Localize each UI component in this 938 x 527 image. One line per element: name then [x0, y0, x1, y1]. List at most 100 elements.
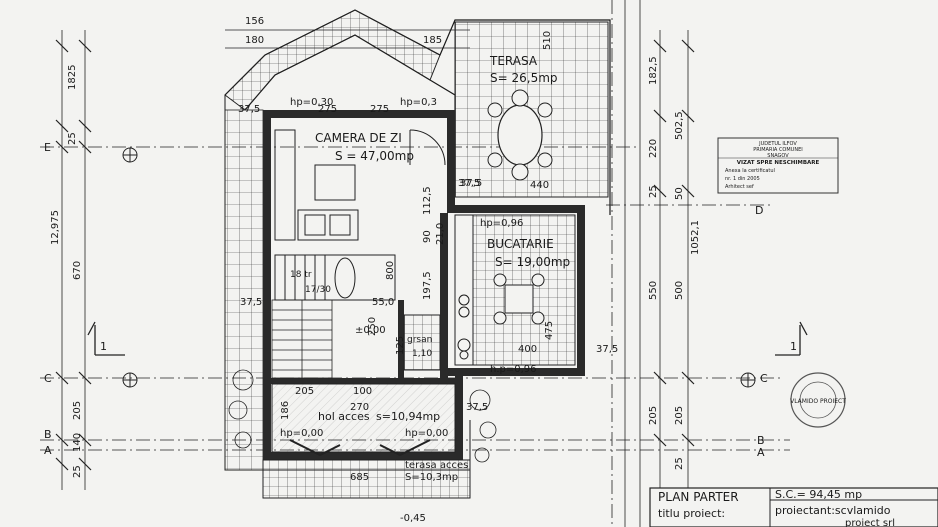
garden-plants [228, 369, 497, 463]
axis-letters: E C C B B A A D 1 1 [44, 141, 797, 459]
stamp-line2: PRIMARIA COMUNEI [753, 147, 802, 153]
level-ground: ±0,00 [355, 325, 386, 336]
room-bucatarie-name: BUCATARIE [487, 237, 554, 251]
dim-inner-0: 275 [318, 104, 337, 115]
terasa-area [454, 21, 609, 198]
titlu-proiect: titlu proiect: [658, 507, 725, 520]
room-labels: CAMERA DE ZI S = 47,00mp TERASA S= 26,5m… [290, 54, 570, 483]
dim-left-1: 25 [67, 132, 78, 145]
dim-inner-10: 440 [530, 180, 549, 191]
stairs-steps: 18 tr [290, 270, 312, 280]
level-hp-5: h.p=0,96 [490, 364, 537, 375]
dim-inner-18: 270 [350, 402, 369, 413]
stamp-line6: nr. 1 din 2005 [725, 176, 760, 182]
hol-acces-area [271, 383, 456, 457]
dim-inner-3: 37,5 [240, 297, 262, 308]
right-dimensions: 182,5 502,5 220 25 50 1052,1 550 500 205… [648, 56, 701, 470]
level-hp-2: hp=0,3 [400, 97, 437, 108]
section-cut-markers [87, 321, 808, 356]
stamp-line4: VIZAT SPRE NESCHIMBARE [737, 160, 820, 166]
level-hp-4: hp=0,00 [280, 428, 323, 439]
living-furniture [274, 129, 446, 301]
bucatarie-area [454, 214, 576, 366]
dim-inner-8: 197,5 [422, 271, 433, 300]
dim-right-4: 50 [674, 187, 685, 200]
cut-1-left: 1 [100, 340, 107, 353]
dim-inner-7: 55,0 [372, 297, 394, 308]
dim-right-2: 220 [648, 139, 659, 158]
room-hol-acces-name: hol acces [318, 410, 370, 423]
dim-inner-9: 37,5 [458, 178, 480, 189]
dim-right-9: 205 [674, 406, 685, 425]
room-terasa-acces-area: S=10,3mp [405, 472, 458, 483]
dim-inner-13: 400 [518, 344, 537, 355]
seal-text: VLAMIDO PROIECT [790, 398, 846, 405]
dim-inner-20: 186 [280, 401, 291, 420]
dim-left-6: 25 [72, 465, 83, 478]
dim-left-3: 670 [72, 261, 83, 280]
axis-b-right: B [757, 434, 765, 447]
dim-right-5: 1052,1 [690, 220, 701, 255]
dim-left-4: 205 [72, 401, 83, 420]
room-terasa-acces-name: terasa acces [405, 460, 468, 471]
dim-left-5: 140 [72, 433, 83, 452]
dim-right-3: 25 [648, 185, 659, 198]
plan-scale: S.C.= 94,45 mp [775, 488, 862, 501]
stairs-riser: 17/30 [305, 285, 331, 295]
dim-inner-19: 205 [295, 386, 314, 397]
axis-c-right: C [760, 372, 768, 385]
axis-c-left: C [44, 372, 52, 385]
room-bucatarie-area: S= 19,00mp [495, 255, 570, 269]
level-hp-3: hp=0,96 [480, 218, 523, 229]
dim-inner-4: 112,5 [422, 186, 433, 215]
room-grsan-area: 1,10 [412, 349, 432, 359]
dim-inner-23: 37,5 [460, 178, 482, 189]
grsan-area [403, 314, 441, 371]
level-exterior: -0,45 [400, 513, 426, 524]
dim-inner-15: 37,5 [466, 402, 488, 413]
axis-lines [40, 0, 790, 527]
dim-right-8: 205 [648, 406, 659, 425]
axis-d: D [755, 204, 763, 217]
room-grsan-name: grsan [407, 335, 432, 345]
dim-inner-27: 510 [542, 31, 553, 50]
stamp-line1: JUDETUL ILFOV [758, 141, 797, 147]
title-block: PLAN PARTER S.C.= 94,45 mp titlu proiect… [649, 487, 938, 527]
room-camera-de-zi-area: S = 47,00mp [335, 149, 414, 163]
dim-right-7: 500 [674, 281, 685, 300]
dim-inner-2: 37,5 [238, 104, 260, 115]
approval-stamp: JUDETUL ILFOV PRIMARIA COMUNEI SNAGOV VI… [717, 137, 839, 194]
axis-e: E [44, 141, 51, 154]
stamp-line5: Anexa la certificatul [725, 168, 775, 174]
dim-inner-14: 37,5 [596, 344, 618, 355]
dim-inner-17: 100 [353, 386, 372, 397]
dim-inner-25: 180 [245, 35, 264, 46]
inner-dimensions: 275 275 37,5 37,5 112,5 21,0 800 55,0 19… [238, 16, 618, 483]
plan-title: PLAN PARTER [658, 490, 739, 504]
dim-inner-21: 125 [395, 336, 406, 355]
company-seal: VLAMIDO PROIECT [790, 372, 846, 428]
proiectant: proiectant:scvlamido [775, 504, 891, 517]
staircase [271, 299, 333, 379]
dim-left-2: 12,975 [50, 210, 61, 245]
dim-inner-22: 685 [350, 472, 369, 483]
dim-right-0: 182,5 [648, 56, 659, 85]
room-terasa-area: S= 26,5mp [490, 71, 558, 85]
level-hp-6: hp=0,00 [405, 428, 448, 439]
dim-inner-6: 800 [385, 261, 396, 280]
dim-inner-26: 185 [423, 35, 442, 46]
stamp-line7: Arhitect sef [725, 184, 754, 190]
dim-inner-11: 90 [422, 230, 433, 243]
room-hol-acces-area: s=10,94mp [376, 410, 440, 423]
dim-inner-16: 250 [367, 317, 378, 336]
dim-right-10: 25 [674, 457, 685, 470]
dim-inner-5: 21,0 [435, 223, 446, 245]
cut-1-right: 1 [790, 340, 797, 353]
dim-left-0: 1825 [67, 65, 78, 90]
dim-inner-12: 475 [544, 321, 555, 340]
dim-right-1: 502,5 [674, 111, 685, 140]
level-hp-1: hp=0,30 [290, 97, 333, 108]
dim-inner-24: 156 [245, 16, 264, 27]
axis-b-left: B [44, 428, 52, 441]
